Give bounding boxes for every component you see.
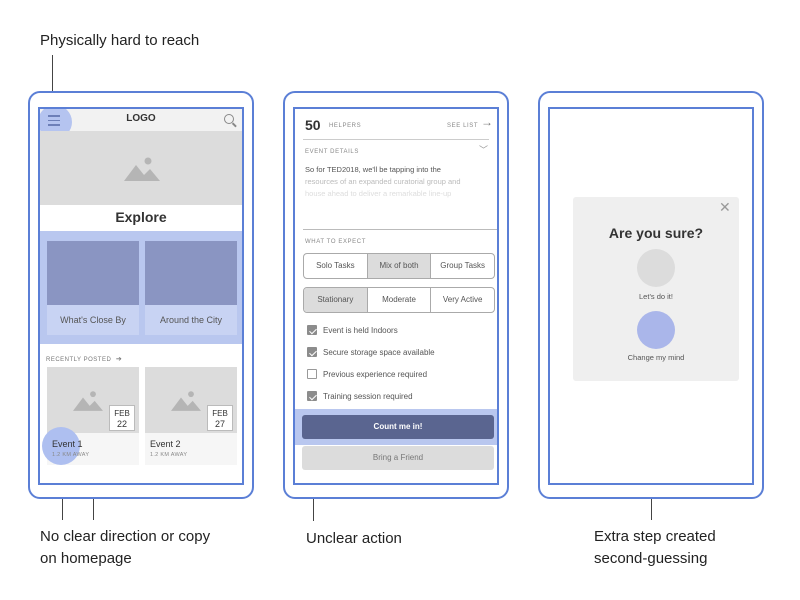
card-label-city[interactable]: Around the City <box>145 305 237 335</box>
leader-line-hard-to-reach <box>52 55 53 107</box>
screen-confirmation: ✕ Are you sure? Let's do it! Change my m… <box>548 107 754 485</box>
option-solo-tasks[interactable]: Solo Tasks <box>304 254 368 278</box>
recently-posted-label[interactable]: RECENTLY POSTED ➔ <box>46 355 122 363</box>
event-month: FEB <box>114 409 130 418</box>
option-lets-do-it[interactable] <box>637 249 675 287</box>
event-distance-1: 1.2 KM AWAY <box>52 452 90 458</box>
event-highlight-circle <box>42 427 80 465</box>
explore-heading: Explore <box>115 209 167 225</box>
details-line-1: So for TED2018, we'll be tapping into th… <box>305 165 441 174</box>
image-placeholder-icon <box>124 157 160 181</box>
phone-event-details: 50 HELPERS SEE LIST → EVENT DETAILS ﹀ So… <box>283 91 509 499</box>
bring-a-friend-button[interactable]: Bring a Friend <box>302 446 494 470</box>
search-icon[interactable] <box>224 114 234 124</box>
annotation-extra-step-line2: second-guessing <box>594 550 708 567</box>
dialog-title: Are you sure? <box>608 225 704 241</box>
hero-image <box>40 131 242 205</box>
event-image-3-partial <box>243 367 244 433</box>
task-type-selector[interactable]: Solo Tasks Mix of both Group Tasks <box>303 253 495 279</box>
arrow-right-icon: ➔ <box>113 356 123 363</box>
checkbox-training[interactable] <box>307 391 317 401</box>
option-very-active[interactable]: Very Active <box>442 295 483 304</box>
app-header: LOGO <box>40 109 242 139</box>
arrow-right-icon[interactable]: → <box>481 115 493 129</box>
card-image-city[interactable] <box>145 241 237 305</box>
details-line-3: house ahead to deliver a remarkable line… <box>305 189 452 198</box>
annotation-hard-to-reach: Physically hard to reach <box>40 32 200 49</box>
event-info-2[interactable] <box>145 433 237 465</box>
checkbox-storage[interactable] <box>307 347 317 357</box>
category-cards: What's Close By Around the City <box>40 231 242 344</box>
checkbox-indoors[interactable] <box>307 325 317 335</box>
close-icon[interactable]: ✕ <box>719 199 731 215</box>
option-label-lets-do-it: Let's do it! <box>639 292 673 301</box>
card-image-close-by[interactable] <box>47 241 139 305</box>
what-to-expect-label: WHAT TO EXPECT <box>305 239 366 245</box>
event-month: FEB <box>212 409 228 418</box>
option-moderate[interactable]: Moderate <box>368 288 432 312</box>
image-placeholder-icon <box>73 391 103 411</box>
event-image-2[interactable]: FEB 27 <box>145 367 237 433</box>
checkbox-label-experience: Previous experience required <box>323 370 428 379</box>
event-day: 22 <box>116 419 127 429</box>
event-date-2: FEB 27 <box>207 405 233 431</box>
phone-confirmation: ✕ Are you sure? Let's do it! Change my m… <box>538 91 764 499</box>
event-distance-2: 1.2 KM AWAY <box>150 452 188 458</box>
screen-event-details: 50 HELPERS SEE LIST → EVENT DETAILS ﹀ So… <box>293 107 499 485</box>
screen-homepage: LOGO Explore What's Close By Around the … <box>38 107 244 485</box>
chevron-down-icon[interactable]: ﹀ <box>479 145 489 155</box>
activity-level-selector[interactable]: Stationary Moderate Very Active <box>303 287 495 313</box>
option-change-my-mind[interactable] <box>637 311 675 349</box>
annotation-no-direction-line1: No clear direction or copy <box>40 528 211 545</box>
option-label-change-my-mind: Change my mind <box>627 353 685 362</box>
divider <box>303 139 489 140</box>
logo: LOGO <box>126 113 156 124</box>
checkbox-experience[interactable] <box>307 369 317 379</box>
event-title-2: Event 2 <box>150 439 181 449</box>
image-placeholder-icon <box>171 391 201 411</box>
see-list-link[interactable]: SEE LIST <box>447 123 479 129</box>
annotation-no-direction: No clear direction or copy on homepage <box>40 526 210 570</box>
details-line-2: resources of an expanded curatorial grou… <box>305 177 461 186</box>
checkbox-label-indoors: Event is held Indoors <box>323 326 398 335</box>
checkbox-label-storage: Secure storage space available <box>323 348 435 357</box>
annotation-extra-step-line1: Extra step created <box>594 528 716 545</box>
hamburger-menu-icon[interactable] <box>48 115 60 129</box>
annotation-unclear-action: Unclear action <box>306 530 402 547</box>
count-me-in-button[interactable]: Count me in! <box>302 415 494 439</box>
event-date-1: FEB 22 <box>109 405 135 431</box>
option-group-tasks[interactable]: Group Tasks <box>440 261 486 270</box>
option-mix-of-both[interactable]: Mix of both <box>367 254 432 278</box>
checkbox-label-training: Training session required <box>323 392 413 401</box>
event-details-label: EVENT DETAILS <box>305 149 359 155</box>
annotation-extra-step: Extra step created second-guessing <box>594 526 716 570</box>
event-day: 27 <box>214 419 225 429</box>
card-label-close-by[interactable]: What's Close By <box>47 305 139 335</box>
event-title-1: Event 1 <box>52 439 83 449</box>
helpers-label: HELPERS <box>329 123 362 129</box>
phone-homepage: LOGO Explore What's Close By Around the … <box>28 91 254 499</box>
annotation-no-direction-line2: on homepage <box>40 550 132 567</box>
recently-posted-text: RECENTLY POSTED <box>46 357 112 363</box>
helpers-count: 50 <box>305 117 321 133</box>
confirmation-dialog: ✕ Are you sure? Let's do it! Change my m… <box>573 197 739 381</box>
event-image-1[interactable]: FEB 22 <box>47 367 139 433</box>
divider <box>303 229 497 230</box>
option-stationary[interactable]: Stationary <box>304 288 368 312</box>
